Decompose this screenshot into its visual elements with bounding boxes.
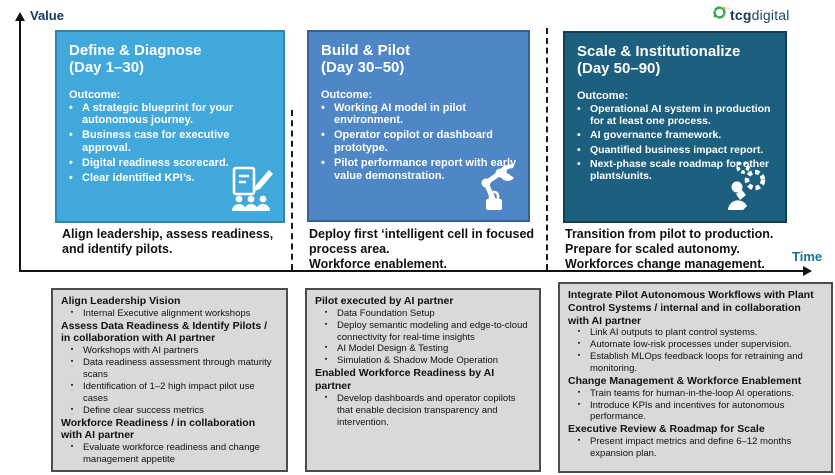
activity-item: ▪Present impact metrics and define 6–12 … <box>577 436 792 459</box>
phase-days: (Day 30–50) <box>321 59 405 77</box>
value-axis-label: Value <box>30 8 64 23</box>
phase-title: Define & Diagnose <box>69 42 202 59</box>
outcome-item: •A strategic blueprint for your autonomo… <box>69 101 234 127</box>
activity-heading: Pilot executed by AI partner <box>315 295 454 307</box>
activity-item: ▪Deploy semantic modeling and edge-to-cl… <box>324 319 528 343</box>
outcome-item: •Quantified business impact report. <box>577 143 764 156</box>
activity-item: ▪Internal Executive alignment workshops <box>70 307 251 319</box>
activity-item: ▪Data readiness assessment through matur… <box>70 357 272 381</box>
activity-item: ▪Data Foundation Setup <box>324 307 435 319</box>
activity-heading: Enabled Workforce Readiness by AI partne… <box>315 367 495 392</box>
phase-box-build-pilot: Build & Pilot (Day 30–50) Outcome: •Work… <box>307 30 530 222</box>
activity-item: ▪Evaluate workforce readiness and change… <box>70 442 260 465</box>
phase-days: (Day 50–90) <box>577 60 661 78</box>
tcg-logo-icon <box>712 5 727 25</box>
outcome-item: •Operational AI system in production for… <box>577 102 771 127</box>
phase-title: Build & Pilot <box>321 42 411 59</box>
stage-separator-2 <box>546 28 548 270</box>
activity-box-scale: Integrate Pilot Autonomous Workflows wit… <box>558 282 833 473</box>
phase-title: Scale & Institutionalize <box>577 43 741 60</box>
logo-wordmark: tcgdigital <box>730 7 790 23</box>
activity-box-build: Pilot executed by AI partner ▪Data Found… <box>305 288 541 472</box>
time-axis <box>19 270 805 272</box>
activity-item: ▪Simulation & Shadow Mode Operation <box>324 355 499 367</box>
phase-box-scale-institutionalize: Scale & Institutionalize (Day 50–90) Out… <box>563 31 787 223</box>
outcome-list: •A strategic blueprint for your autonomo… <box>57 102 283 186</box>
activity-heading: Executive Review & Roadmap for Scale <box>568 423 765 436</box>
robot-arm-icon <box>474 161 520 216</box>
outcome-label: Outcome: <box>577 89 629 102</box>
activity-item: ▪Introduce KPIs and incentives for auton… <box>577 399 785 423</box>
outcome-item: •Digital readiness scorecard. <box>69 157 229 170</box>
stage-separator-1 <box>291 110 293 270</box>
activity-item: ▪Identification of 1–2 high impact pilot… <box>70 380 255 404</box>
activity-heading: Workforce Readiness / in collaboration w… <box>61 416 256 442</box>
activity-heading: Integrate Pilot Autonomous Workflows wit… <box>568 289 814 327</box>
phase-days: (Day 1–30) <box>69 59 145 77</box>
outcome-item: •Next-phase scale roadmap for other plan… <box>577 158 770 183</box>
outcome-item: •Clear identified KPI’s. <box>69 172 195 185</box>
activity-item: ▪Define clear success metrics <box>70 404 204 416</box>
activity-item: ▪Develop dashboards and operator copilot… <box>324 392 516 428</box>
outcome-item: •Business case for executive approval. <box>69 129 230 155</box>
activity-item: ▪Link AI outputs to plant control system… <box>577 327 758 339</box>
outcome-item: •Working AI model in pilot environment. <box>321 101 466 127</box>
activity-heading: Align Leadership Vision <box>61 295 181 307</box>
outcome-list: •Working AI model in pilot environment. … <box>309 102 528 184</box>
value-axis <box>19 20 21 271</box>
activity-item: ▪Automate low-risk processes under super… <box>577 339 792 351</box>
activity-heading: Assess Data Readiness & Identify Pilots … <box>61 319 267 345</box>
activity-box-define: Align Leadership Vision ▪Internal Execut… <box>51 288 288 472</box>
outcome-label: Outcome: <box>69 88 121 101</box>
logo-digital: digital <box>751 7 790 23</box>
outcome-item: •AI governance framework. <box>577 129 722 142</box>
phase-caption-build: Deploy first ‘intelligent cell in focuse… <box>309 227 535 271</box>
person-gears-icon <box>723 160 769 215</box>
phase-box-define-diagnose: Define & Diagnose (Day 1–30) Outcome: •A… <box>55 30 285 223</box>
activity-item: ▪Train teams for human-in-the-loop AI op… <box>577 387 794 399</box>
time-axis-arrowhead <box>803 266 812 276</box>
phase-caption-scale: Transition from pilot to production. Pre… <box>565 227 774 271</box>
activity-item: ▪Establish MLOps feedback loops for retr… <box>577 351 803 375</box>
outcome-label: Outcome: <box>321 88 373 101</box>
logo-tcg: tcg <box>730 7 752 23</box>
outcome-list: •Operational AI system in production for… <box>565 103 785 183</box>
outcome-item: •Operator copilot or dashboard prototype… <box>321 129 493 155</box>
outcome-item: •Pilot performance report with early val… <box>321 157 517 183</box>
activity-heading: Change Management & Workforce Enablement <box>568 374 802 387</box>
activity-item: ▪Workshops with AI partners <box>70 345 199 357</box>
clipboard-team-icon <box>227 166 275 217</box>
activity-item: ▪AI Model Design & Testing <box>324 343 449 355</box>
time-axis-label: Time <box>792 249 823 264</box>
value-axis-arrowhead <box>15 12 25 21</box>
tcg-digital-logo: tcgdigital <box>712 5 790 25</box>
phase-caption-define: Align leadership, assess readiness, and … <box>62 227 274 256</box>
